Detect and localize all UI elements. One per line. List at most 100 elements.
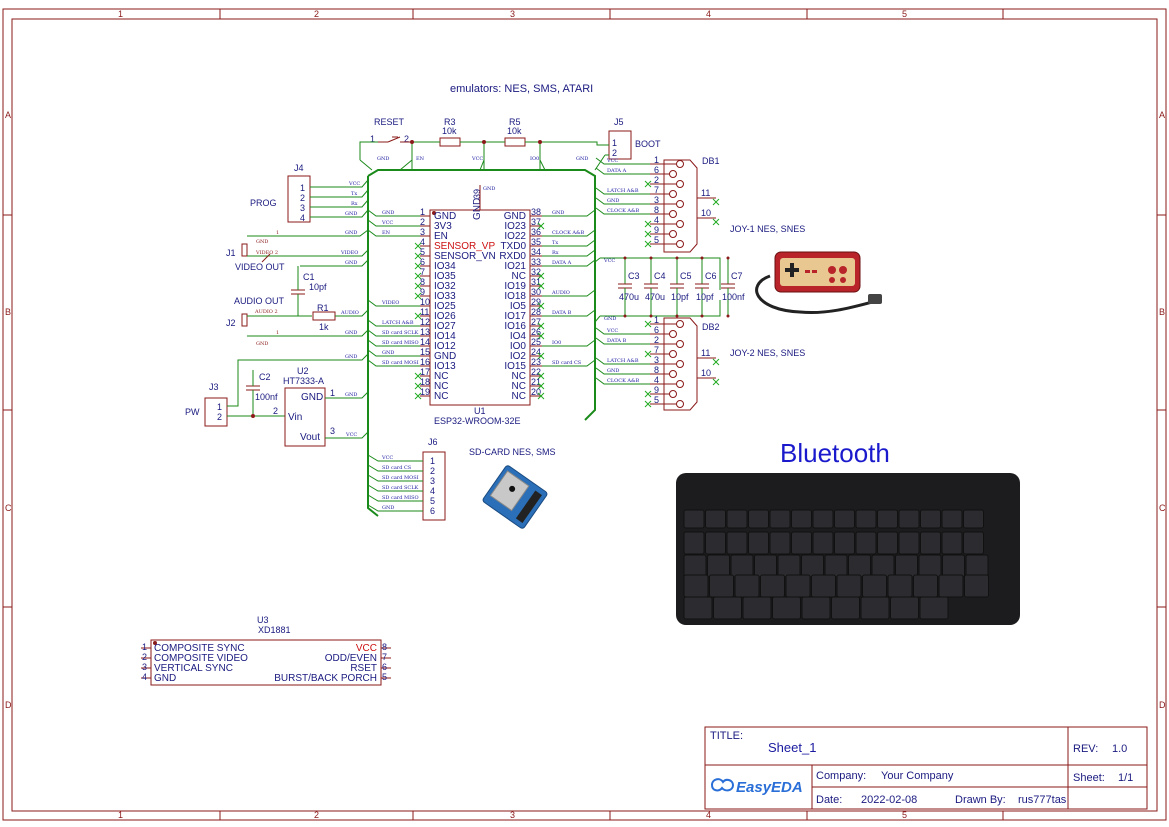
date-value: 2022-02-08 (861, 794, 917, 806)
u1-net-left-13: SD card SCLK (382, 330, 419, 336)
u1-pin-21: 21 (531, 377, 541, 387)
reset-pin-1: 1 (370, 134, 375, 144)
j6-net-2: SD card CS (382, 465, 412, 471)
j1-ref: J1 (226, 248, 236, 258)
u3-pin-label-1: COMPOSITE SYNC (154, 643, 245, 654)
db1-net-1: DATA A (607, 168, 627, 174)
u1-pin-30: 30 (531, 287, 541, 297)
u1-net-left-15: GND (382, 350, 394, 356)
u3-pin-3: 3 (142, 662, 147, 672)
j2-ref: J2 (226, 318, 236, 328)
connector-j5: J5 1 2 BOOT (608, 117, 661, 160)
db2-pin-3: 3 (654, 355, 659, 365)
net-gnd-u1top: GND (483, 186, 495, 192)
u1-pin-35: 35 (531, 237, 541, 247)
j3-name: PW (185, 407, 200, 417)
j1-net-1: 1 (276, 230, 279, 236)
date-label: Date: (816, 794, 842, 806)
u3-ref: U3 (257, 615, 269, 625)
u1-net-left-14: SD card MISO (382, 340, 419, 346)
connector-j4: J4 1 2 3 4 PROG VCC Tx Rx GND (250, 163, 369, 223)
net-io0-top: IO0 (530, 156, 539, 162)
net-gnd-j1b: GND (345, 260, 357, 266)
grid-row-a-right: A (1159, 110, 1165, 120)
u1-ref: U1 (474, 406, 486, 416)
u1-net-left-12: LATCH A&B (382, 320, 414, 326)
db2-pin-6: 6 (654, 325, 659, 335)
grid-col-3-bottom: 3 (510, 810, 515, 820)
u1-pin-1: 1 (420, 207, 425, 217)
u1-pin-33: 33 (531, 257, 541, 267)
r5-value: 10k (507, 126, 522, 136)
u1-net-right-35: Tx (552, 240, 558, 246)
u3-pin-5: 5 (382, 672, 387, 682)
j4-net-2: Tx (351, 191, 357, 197)
j3-ref: J3 (209, 382, 219, 392)
rev-label: REV: (1073, 743, 1098, 755)
u3-pin-7: 7 (382, 652, 387, 662)
db1-pin-8: 8 (654, 205, 659, 215)
db1-side-11: 11 (701, 188, 710, 198)
j4-net-4: GND (345, 211, 357, 217)
u1-pin-13: 13 (420, 327, 430, 337)
j6-name: SD-CARD NES, SMS (469, 447, 556, 457)
u1-pin-6: 6 (420, 257, 425, 267)
u1-pin-29: 29 (531, 297, 541, 307)
db1-pin-3: 3 (654, 195, 659, 205)
u3-pin-1: 1 (142, 642, 147, 652)
db2-pin-8: 8 (654, 365, 659, 375)
reset-switch: RESET 1 2 (370, 117, 412, 144)
u1-pin-15: 15 (420, 347, 430, 357)
u1-pin-label-4: SENSOR_VP (434, 241, 495, 252)
db2-side-10: 10 (701, 368, 711, 378)
db2-pin-4: 4 (654, 375, 659, 385)
j6-net-1: VCC (381, 455, 393, 461)
resistor-r5: R5 10k (504, 117, 526, 147)
grid-row-a: A (5, 110, 11, 120)
net-gnd-j2: GND (345, 330, 357, 336)
u1-net-right-34: Rx (552, 250, 559, 256)
c7-value: 100nf (722, 292, 745, 302)
u1-pin-label-20: NC (512, 391, 526, 402)
drawn-value: rus777tas (1018, 794, 1067, 806)
grid-col-1: 1 (118, 9, 123, 19)
net-gnd-caps: GND (604, 316, 616, 322)
j6-ref: J6 (428, 437, 438, 447)
u1-pin-37: 37 (531, 217, 541, 227)
j2-net-gnd: GND (256, 341, 268, 347)
u1-pin-label-23: IO15 (504, 361, 526, 372)
db1-pin-7: 7 (654, 185, 659, 195)
u1-net-left-3: EN (382, 230, 391, 236)
u1-pin-label-18: NC (434, 381, 448, 392)
db1-pin-2: 2 (654, 175, 659, 185)
u2-pin-3: 3 (330, 426, 335, 436)
grid-labels: 1 2 3 4 5 1 2 3 4 5 A B C D A B C D (5, 9, 1166, 820)
resistor-r3: R3 10k (439, 117, 461, 147)
u1-pin-22: 22 (531, 367, 541, 377)
u1-pin-label-9: IO33 (434, 291, 456, 302)
grid-row-d-right: D (1159, 700, 1166, 710)
u1-net-right-28: DATA B (552, 310, 572, 316)
r3-value: 10k (442, 126, 457, 136)
u1-pin-31: 31 (531, 277, 541, 287)
j4-pin-3: 3 (300, 203, 305, 213)
j4-pin-1: 1 (300, 183, 305, 193)
capacitor-c2: C2 100nf (246, 370, 278, 418)
u1-pin-label-13: IO14 (434, 331, 456, 342)
sheet-value: 1/1 (1118, 772, 1133, 784)
j1-name: VIDEO OUT (235, 262, 285, 272)
u2-vout-label: Vout (300, 432, 320, 443)
u1-pin-12: 12 (420, 317, 430, 327)
u1-pin-34: 34 (531, 247, 541, 257)
u1-net-right-30: AUDIO (551, 290, 570, 296)
u1-pin-label-37: IO23 (504, 221, 526, 232)
u1-pin-label-29: IO5 (510, 301, 527, 312)
net-en-top: EN (416, 156, 425, 162)
u3-pin-label-8: VCC (356, 643, 377, 654)
u1-pin-19: 19 (420, 387, 430, 397)
u1-pin-label-34: RXD0 (499, 251, 526, 262)
grid-row-b: B (5, 307, 11, 317)
